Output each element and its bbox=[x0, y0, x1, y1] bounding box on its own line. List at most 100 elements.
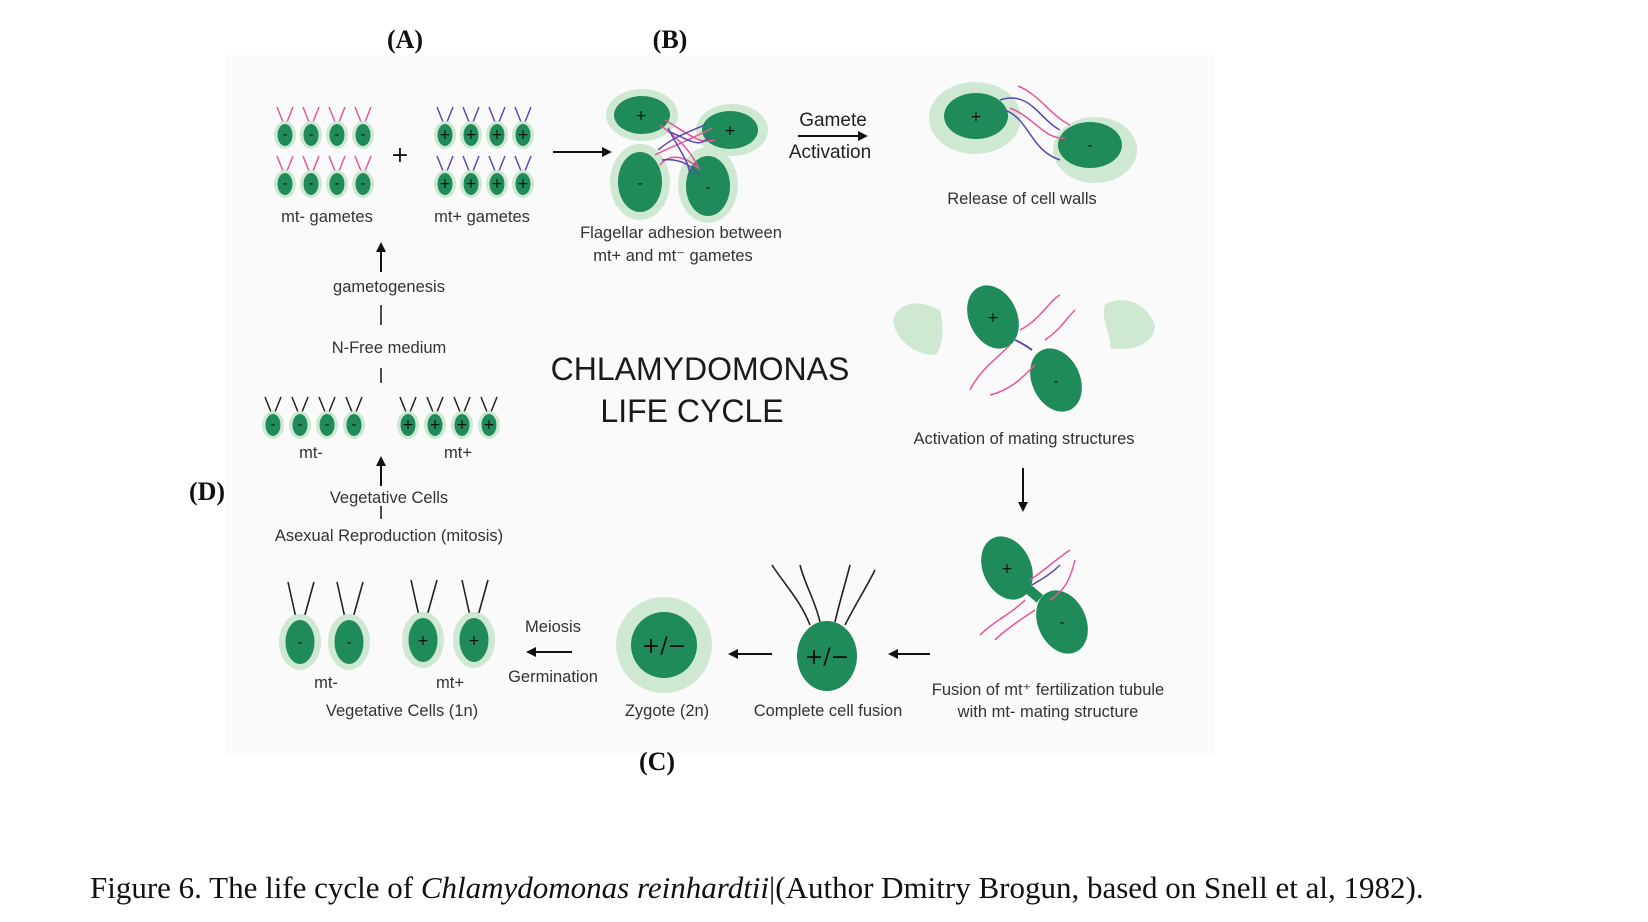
gamete-cell: + bbox=[460, 106, 482, 149]
fusion-label-line1: Fusion of mt⁺ fertilization tubule bbox=[932, 681, 1164, 699]
svg-text:-: - bbox=[1053, 374, 1058, 390]
svg-text:+: + bbox=[1001, 561, 1013, 577]
adhesion-label-line2: mt+ and mt⁻ gametes bbox=[593, 247, 753, 265]
d-plus-label: mt+ bbox=[444, 444, 472, 462]
svg-text:+: + bbox=[439, 127, 451, 143]
svg-text:-: - bbox=[308, 176, 313, 192]
svg-text:-: - bbox=[360, 176, 365, 192]
veg-1n-plus-label: mt+ bbox=[436, 674, 464, 692]
svg-text:+: + bbox=[987, 310, 999, 326]
svg-text:+: + bbox=[491, 127, 503, 143]
mating-structures-label: Activation of mating structures bbox=[913, 430, 1134, 448]
caption-text2: (Author Dmitry Brogun, based on Snell et… bbox=[775, 870, 1424, 905]
panel-label-c: (C) bbox=[639, 747, 675, 776]
svg-text:-: - bbox=[1059, 615, 1064, 631]
gamete-activation-line2: Activation bbox=[789, 142, 871, 163]
panel-label-d: (D) bbox=[189, 477, 225, 506]
gamete-cell: - bbox=[274, 155, 296, 198]
figure-caption: Figure 6. The life cycle of Chlamydomona… bbox=[90, 870, 1630, 906]
mt-minus-gametes-label: mt- gametes bbox=[281, 208, 373, 226]
gamete-cell: - bbox=[274, 106, 296, 149]
gametogenesis-label: gametogenesis bbox=[333, 278, 445, 296]
mt-plus-gametes-label: mt+ gametes bbox=[434, 208, 530, 226]
svg-text:-: - bbox=[297, 635, 302, 651]
vegetative-cell: - bbox=[279, 581, 321, 670]
svg-text:+/−: +/− bbox=[805, 645, 849, 670]
gamete-cell: + bbox=[512, 106, 534, 149]
release-cell-walls-label: Release of cell walls bbox=[947, 190, 1096, 208]
gamete-cell: - bbox=[343, 396, 365, 439]
release-cell-walls-cells: + - bbox=[929, 82, 1137, 183]
svg-text:+: + bbox=[429, 417, 441, 433]
adhesion-cluster: + + - - bbox=[606, 89, 768, 223]
gamete-cell: + bbox=[478, 396, 500, 439]
complete-fusion-label: Complete cell fusion bbox=[754, 702, 903, 720]
fusion-label-line2: with mt- mating structure bbox=[957, 703, 1139, 721]
svg-text:-: - bbox=[308, 127, 313, 143]
gamete-cell: + bbox=[460, 155, 482, 198]
gamete-cell: + bbox=[397, 396, 419, 439]
gamete-cell: + bbox=[486, 155, 508, 198]
d-vegetative-cells: ----++++ bbox=[262, 396, 500, 439]
gamete-cell: + bbox=[434, 106, 456, 149]
svg-text:-: - bbox=[1087, 138, 1092, 154]
svg-text:-: - bbox=[334, 176, 339, 192]
svg-text:-: - bbox=[346, 635, 351, 651]
mt-minus-gametes: -------- bbox=[274, 106, 374, 198]
diagram-title-line2: LIFE CYCLE bbox=[600, 393, 783, 429]
svg-text:-: - bbox=[705, 180, 710, 196]
vegetative-cell: + bbox=[402, 579, 444, 668]
gamete-cell: - bbox=[300, 106, 322, 149]
n-free-medium-label: N-Free medium bbox=[332, 339, 447, 357]
gamete-cell: + bbox=[424, 396, 446, 439]
svg-text:+: + bbox=[439, 176, 451, 192]
svg-text:+: + bbox=[517, 176, 529, 192]
gamete-cell: + bbox=[451, 396, 473, 439]
vegetative-1n-cells: - - + + bbox=[279, 579, 495, 670]
gamete-cell: - bbox=[352, 155, 374, 198]
svg-text:+: + bbox=[483, 417, 495, 433]
gamete-cell: + bbox=[512, 155, 534, 198]
asexual-reproduction-label: Asexual Reproduction (mitosis) bbox=[275, 527, 503, 545]
gamete-cell: + bbox=[486, 106, 508, 149]
life-cycle-diagram: (A) (B) (D) (C) CHLAMYDOMONAS LIFE CYCLE… bbox=[188, 25, 1165, 776]
gamete-cell: - bbox=[326, 106, 348, 149]
svg-text:-: - bbox=[637, 176, 642, 192]
svg-text:+: + bbox=[970, 109, 982, 125]
adhesion-label-line1: Flagellar adhesion between bbox=[580, 224, 782, 242]
svg-text:-: - bbox=[297, 417, 302, 433]
gamete-cell: - bbox=[289, 396, 311, 439]
gamete-activation-line1: Gamete bbox=[799, 110, 867, 131]
svg-text:+: + bbox=[517, 127, 529, 143]
veg-1n-minus-label: mt- bbox=[314, 674, 338, 692]
svg-text:-: - bbox=[360, 127, 365, 143]
caption-species: Chlamydomonas reinhardtii bbox=[420, 870, 770, 905]
svg-text:+: + bbox=[465, 127, 477, 143]
mating-structure-cells: + - bbox=[893, 285, 1155, 412]
gamete-cell: + bbox=[434, 155, 456, 198]
zygote-cell: +/− bbox=[616, 597, 712, 693]
caption-text1: The life cycle of bbox=[209, 870, 421, 905]
vegetative-cells-label: Vegetative Cells bbox=[330, 489, 448, 507]
mt-plus-gametes: + + + + + + + + bbox=[434, 106, 534, 198]
svg-text:+: + bbox=[468, 633, 480, 649]
gamete-cell: - bbox=[352, 106, 374, 149]
svg-text:-: - bbox=[351, 417, 356, 433]
svg-text:-: - bbox=[334, 127, 339, 143]
zygote-sign: +/− bbox=[642, 634, 686, 659]
gamete-cell: - bbox=[262, 396, 284, 439]
svg-text:+: + bbox=[465, 176, 477, 192]
svg-text:+: + bbox=[635, 108, 647, 124]
svg-text:-: - bbox=[282, 176, 287, 192]
svg-text:+: + bbox=[491, 176, 503, 192]
gamete-cell: - bbox=[316, 396, 338, 439]
caption-prefix: Figure 6. bbox=[90, 870, 202, 905]
svg-text:+: + bbox=[417, 633, 429, 649]
panel-label-a: (A) bbox=[387, 25, 423, 54]
gamete-cell: - bbox=[300, 155, 322, 198]
svg-text:+: + bbox=[402, 417, 414, 433]
fusion-tubule-cells: + - bbox=[979, 536, 1088, 654]
svg-text:-: - bbox=[324, 417, 329, 433]
germination-label: Germination bbox=[508, 668, 598, 686]
caption-cursor: | bbox=[769, 870, 776, 905]
